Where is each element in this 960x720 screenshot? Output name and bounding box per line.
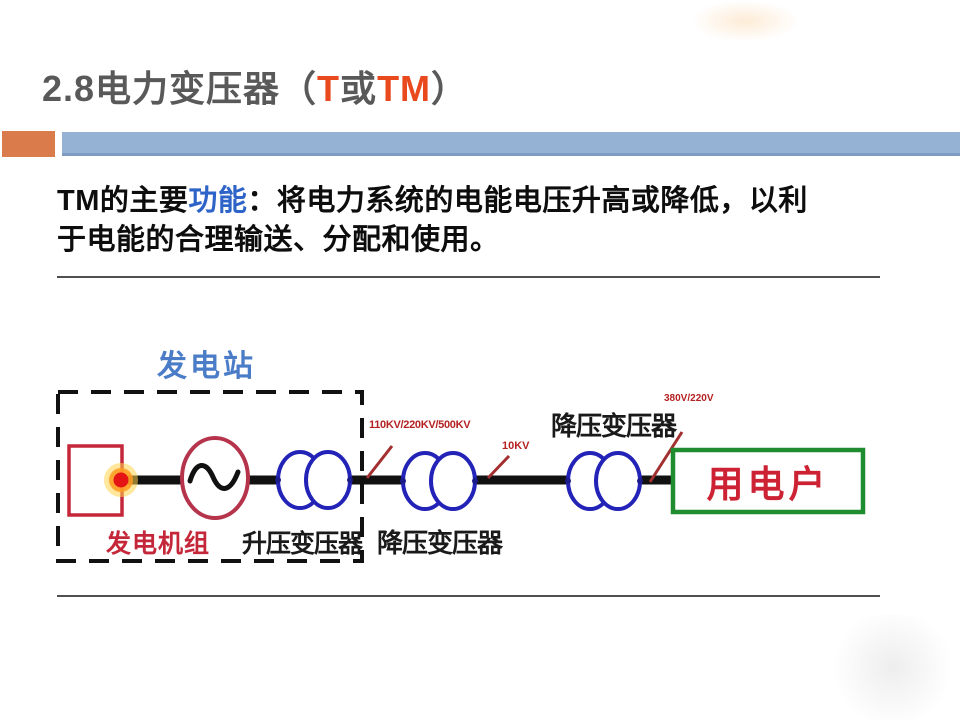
body-line-2: 于电能的合理输送、分配和使用。 <box>57 224 500 256</box>
watermark-top-right <box>690 0 800 42</box>
accent-bar-blue <box>62 132 960 156</box>
label-stepdown-transformer-2: 降压变压器 <box>551 411 677 441</box>
consumer-box <box>670 447 866 515</box>
label-mv-voltage: 10KV <box>502 440 530 452</box>
divider-bottom <box>57 595 880 597</box>
label-stepdown-transformer-1: 降压变压器 <box>377 528 503 558</box>
wire-node <box>565 478 571 484</box>
body-line1-pre: TM的主要 <box>57 185 189 217</box>
stepup-transformer-coil-right <box>304 450 352 510</box>
sine-wave-icon <box>187 463 241 491</box>
wire-node <box>400 478 406 484</box>
title-prefix: 2.8电力变压器（ <box>42 68 318 109</box>
label-lv-voltage: 380V/220V <box>664 393 714 404</box>
wire-node <box>347 477 353 483</box>
body-highlight: 功能 <box>188 185 248 217</box>
lv-pointer-slash <box>648 431 684 483</box>
label-stepup-transformer: 升压变压器 <box>242 530 363 558</box>
body-line-1: TM的主要功能：将电力系统的电能电压升高或降低，以利 <box>57 182 897 221</box>
label-generator-unit: 发电机组 <box>106 530 211 558</box>
wire-node <box>637 478 643 484</box>
title-mid: 或 <box>340 68 378 109</box>
junction-glow-core <box>113 472 129 488</box>
stepdown2-transformer-coil-right <box>594 451 642 511</box>
page-title: 2.8电力变压器（T或TM） <box>42 60 468 112</box>
label-hv-voltage: 110KV/220KV/500KV <box>369 419 471 431</box>
watermark-bottom-right <box>825 615 960 720</box>
title-suffix: ） <box>431 68 469 109</box>
divider-top <box>57 276 880 278</box>
power-station-dashed-box <box>56 390 364 563</box>
body-paragraph: TM的主要功能：将电力系统的电能电压升高或降低，以利 于电能的合理输送、分配和使… <box>57 182 897 260</box>
wire-node <box>472 478 478 484</box>
hv-pointer-slash <box>365 445 394 479</box>
mv-pointer-slash <box>486 454 511 480</box>
label-power-station: 发电站 <box>157 350 256 383</box>
wire-node <box>275 477 281 483</box>
stepdown1-transformer-coil-right <box>429 451 477 511</box>
power-system-diagram <box>56 390 866 563</box>
label-consumer: 用电户 <box>706 464 830 505</box>
title-accent-t: T <box>317 68 341 109</box>
accent-bar-orange <box>2 131 55 157</box>
title-accent-tm: TM <box>377 68 432 109</box>
body-line1-post: ：将电力系统的电能电压升高或降低，以利 <box>247 185 808 217</box>
